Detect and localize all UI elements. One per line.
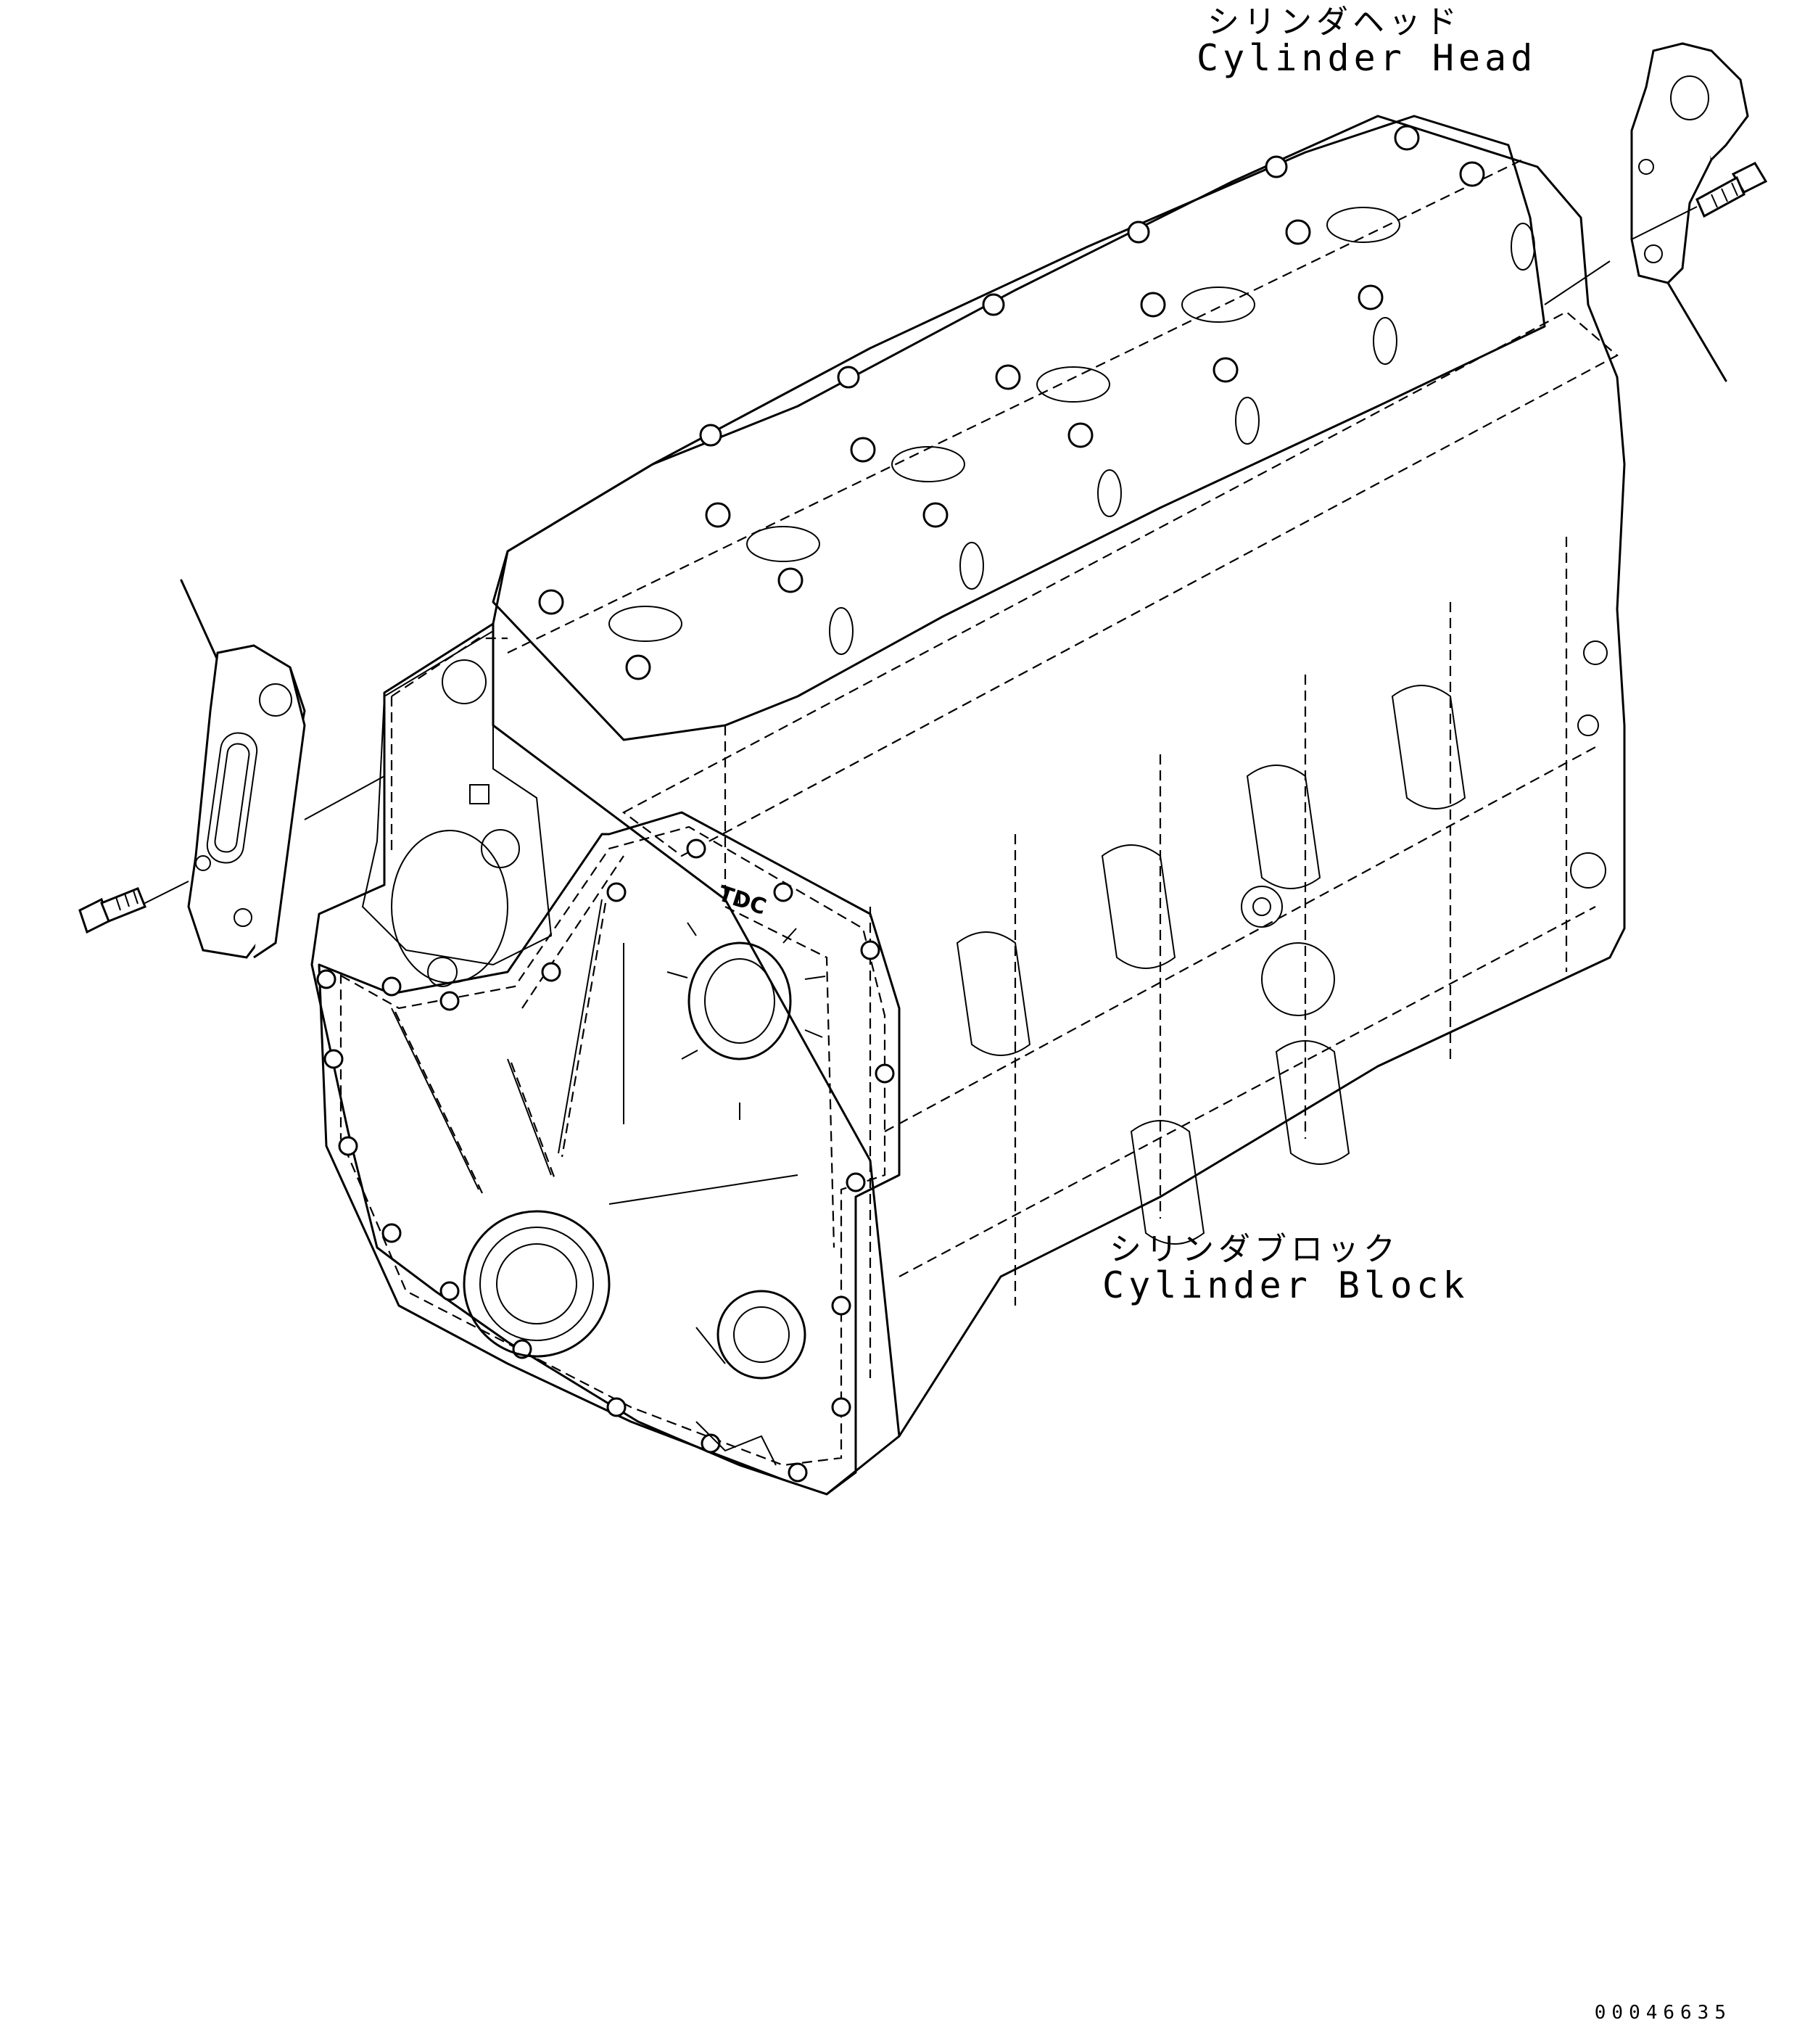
cylinder-head [492, 115, 1546, 741]
right-bolt [1631, 162, 1768, 240]
block-face [361, 630, 553, 987]
front-gear-cover: TDC [316, 811, 901, 1496]
injector-ports [608, 207, 1400, 642]
cylinder-block-label-en: Cylinder Block [1102, 1264, 1469, 1307]
cylinder-block-label-jp: シリンダブロック [1110, 1231, 1400, 1268]
cylinder-head-label: シリンダヘッド Cylinder Head [1197, 4, 1537, 80]
cover-bolts [316, 838, 895, 1483]
drawing-number: 00046635 [1594, 2002, 1732, 2024]
right-lifting-bracket [1544, 42, 1749, 382]
cylinder-head-label-jp: シリンダヘッド [1207, 4, 1461, 41]
head-bolts [538, 125, 1485, 680]
cylinder-block-label: シリンダブロック Cylinder Block [1102, 1231, 1469, 1307]
cylinder-head-label-en: Cylinder Head [1197, 37, 1537, 80]
exhaust-ports [829, 223, 1535, 655]
left-bolt [78, 887, 146, 934]
cylinder-block [310, 115, 1626, 1496]
left-lifting-bracket [137, 579, 385, 959]
